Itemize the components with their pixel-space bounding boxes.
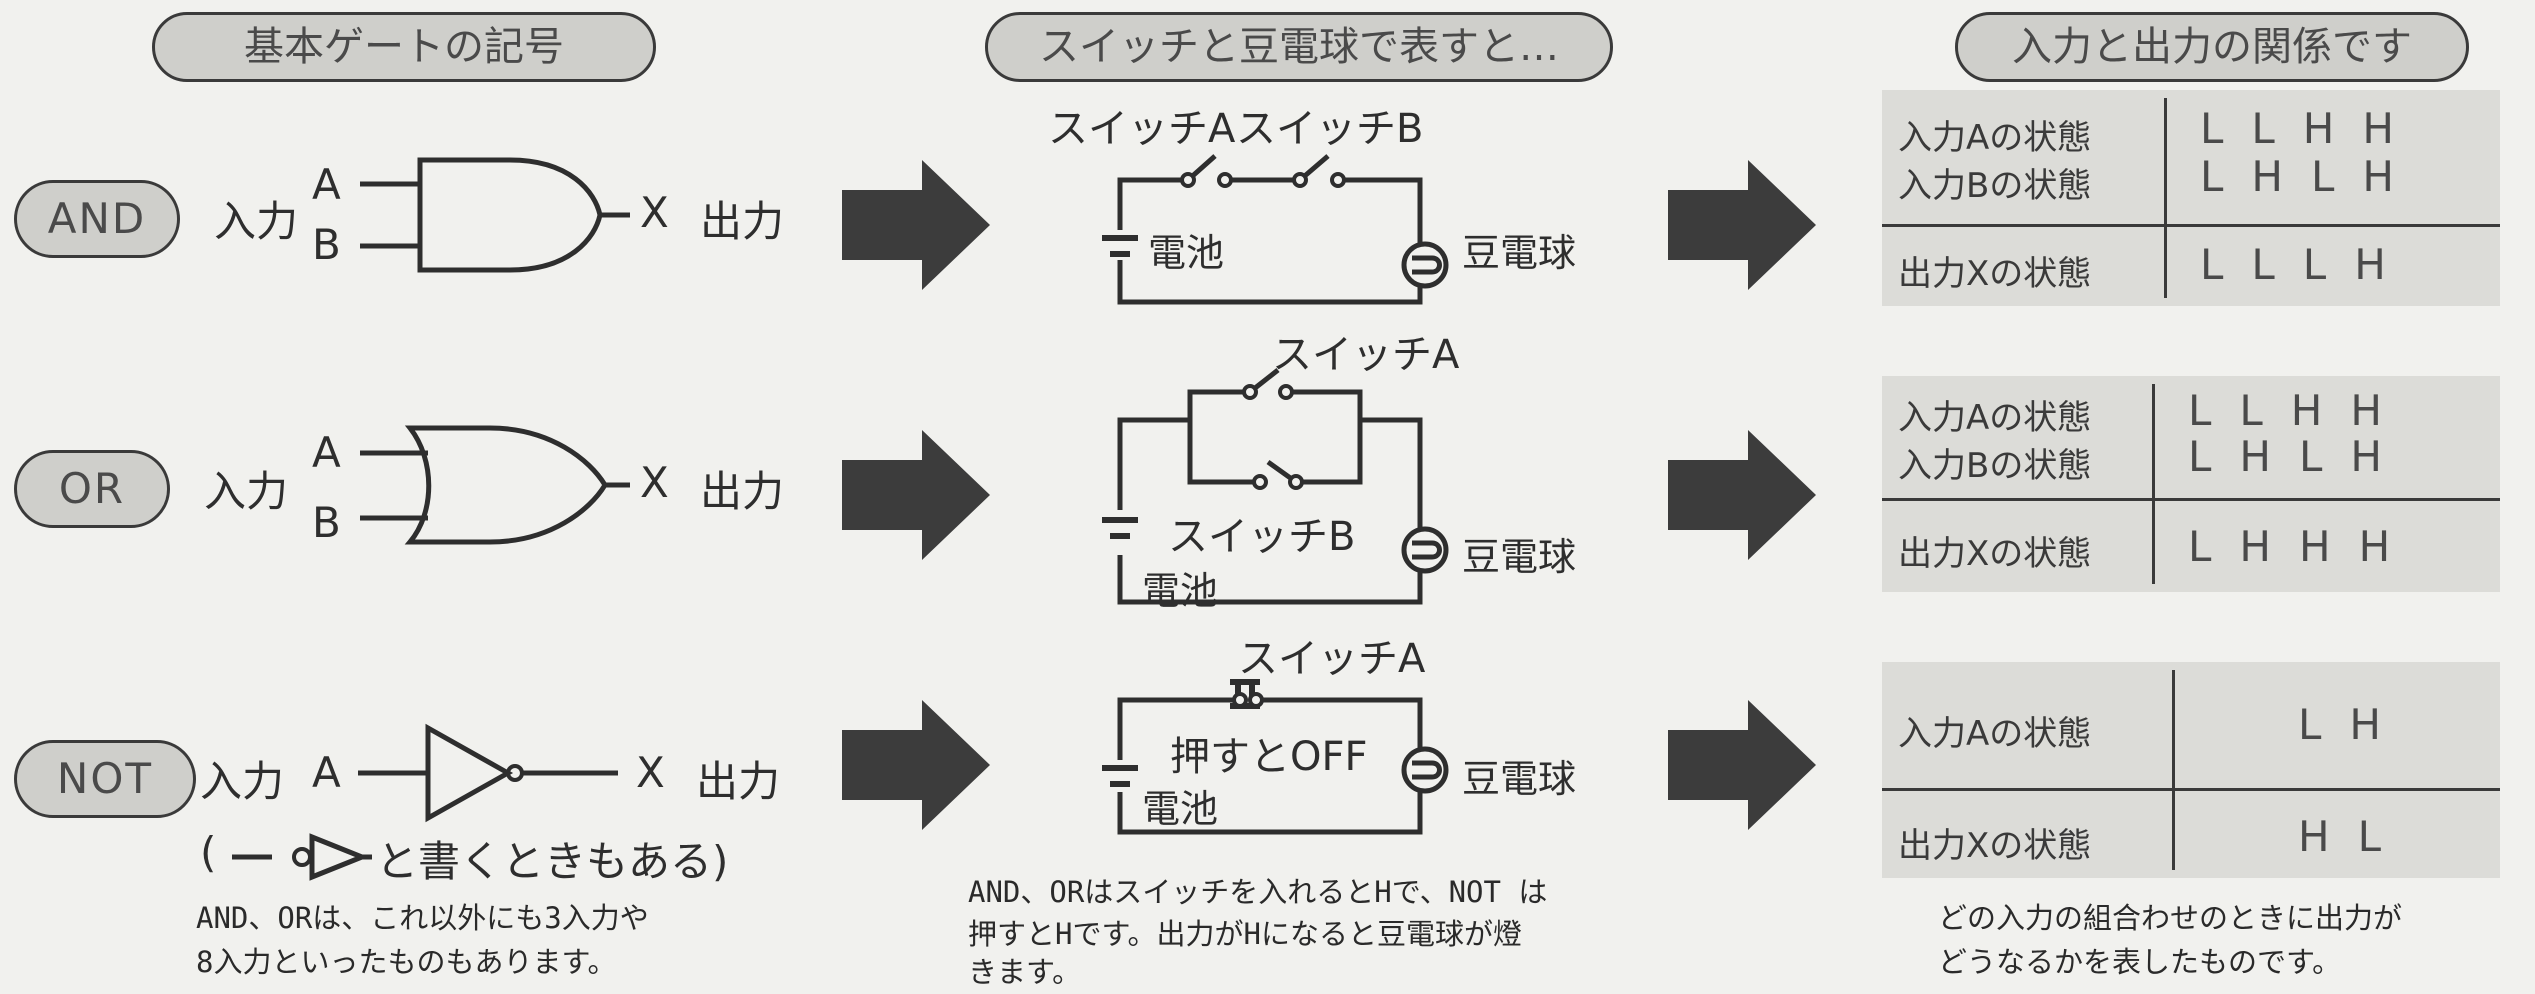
and-row-b-label: 入力Bの状態 [1898,166,2092,206]
or-vals-x: LHHH [2188,522,2419,571]
arrow-right-icon [1668,700,1816,830]
and-vals-b: LHLH [2200,152,2422,201]
gate-name-not-label: NOT [56,754,154,803]
switches-note-line3: きます。 [968,955,1082,989]
not-circuit-switch-a: スイッチA [1238,636,1426,682]
gate-name-and-label: AND [47,194,147,243]
header-switches: スイッチと豆電球で表すと… [985,12,1613,82]
or-circuit-diagram [1102,368,1449,605]
or-circuit-battery: 電池 [1142,569,1219,613]
or-circuit-switch-a: スイッチA [1272,332,1460,378]
not-vals-a: LH [2298,700,2409,749]
gate-name-and: AND [14,180,180,258]
not-alt-symbol-icon [232,833,372,881]
relation-note-line1: どの入力の組合わせのときに出力が [1938,901,2403,935]
gate-name-or-label: OR [58,464,126,513]
not-row-x-label: 出力Xの状態 [1898,826,2092,866]
not-row-a-label: 入力Aの状態 [1898,714,2092,754]
header-relation: 入力と出力の関係です [1955,12,2469,82]
or-output-name: X [640,458,669,507]
relation-note-line2: どうなるかを表したものです。 [1938,945,2342,979]
or-input-a: A [312,428,341,477]
gates-note-line2: 8入力といったものもあります。 [196,945,617,979]
or-vals-a: LLHH [2188,386,2410,435]
arrow-right-icon [842,430,990,560]
or-truth-table: 入力Aの状態 入力Bの状態 出力Xの状態 LLHH LHLH LHHH [1882,376,2500,592]
not-alt-text: と書くときもある) [376,837,729,886]
or-circuit-bulb: 豆電球 [1462,535,1577,579]
and-row-a-label: 入力Aの状態 [1898,118,2092,158]
switches-note-line1: AND、ORはスイッチを入れるとHで、NOT は [968,875,1548,909]
and-vals-x: LLLH [2200,240,2414,289]
not-alt-open: ( [200,828,217,877]
and-truth-table: 入力Aの状態 入力Bの状態 出力Xの状態 LLHH LHLH LLLH [1882,90,2500,306]
gates-note-line1: AND、ORは、これ以外にも3入力や [196,901,649,935]
arrow-right-icon [842,160,990,290]
arrow-right-icon [1668,430,1816,560]
not-circuit-diagram [1102,679,1449,835]
not-circuit-battery: 電池 [1142,787,1219,831]
header-symbols: 基本ゲートの記号 [152,12,656,82]
gate-name-or: OR [14,450,170,528]
or-row-a-label: 入力Aの状態 [1898,398,2092,438]
or-gate-symbol [360,425,630,545]
or-row-x-label: 出力Xの状態 [1898,534,2092,574]
header-switches-label: スイッチと豆電球で表すと… [1039,24,1559,70]
or-row-b-label: 入力Bの状態 [1898,446,2092,486]
and-circuit-diagram [1102,154,1449,305]
and-output-name: X [640,188,669,237]
gate-name-not: NOT [14,740,196,818]
not-output-label: 出力 [696,757,781,806]
and-circuit-switch-b: スイッチB [1236,106,1424,152]
not-input-label: 入力 [200,757,285,806]
arrow-right-icon [1668,160,1816,290]
and-vals-a: LLHH [2200,104,2422,153]
not-circuit-push-off: 押すとOFF [1170,734,1368,780]
and-circuit-switch-a: スイッチA [1048,106,1236,152]
or-vals-b: LHLH [2188,432,2410,481]
or-input-label: 入力 [204,467,289,516]
or-output-label: 出力 [700,467,785,516]
arrow-right-icon [842,700,990,830]
not-truth-table: 入力Aの状態 出力Xの状態 LH HL [1882,662,2500,878]
or-circuit-switch-b: スイッチB [1168,514,1356,560]
and-circuit-battery: 電池 [1148,231,1225,275]
and-input-label: 入力 [214,197,299,246]
not-vals-x: HL [2298,812,2409,861]
header-symbols-label: 基本ゲートの記号 [244,24,564,70]
and-gate-symbol [360,157,630,273]
not-output-name: X [636,748,665,797]
or-input-b: B [312,498,341,547]
and-input-b: B [312,220,341,269]
not-input-a: A [312,748,341,797]
and-row-x-label: 出力Xの状態 [1898,254,2092,294]
switches-note-line2: 押すとHです。出力がHになると豆電球が燈 [968,917,1523,951]
not-circuit-bulb: 豆電球 [1462,757,1577,801]
and-input-a: A [312,160,341,209]
not-gate-symbol [358,723,618,823]
header-relation-label: 入力と出力の関係です [2012,24,2412,70]
and-circuit-bulb: 豆電球 [1462,231,1577,275]
and-output-label: 出力 [700,197,785,246]
